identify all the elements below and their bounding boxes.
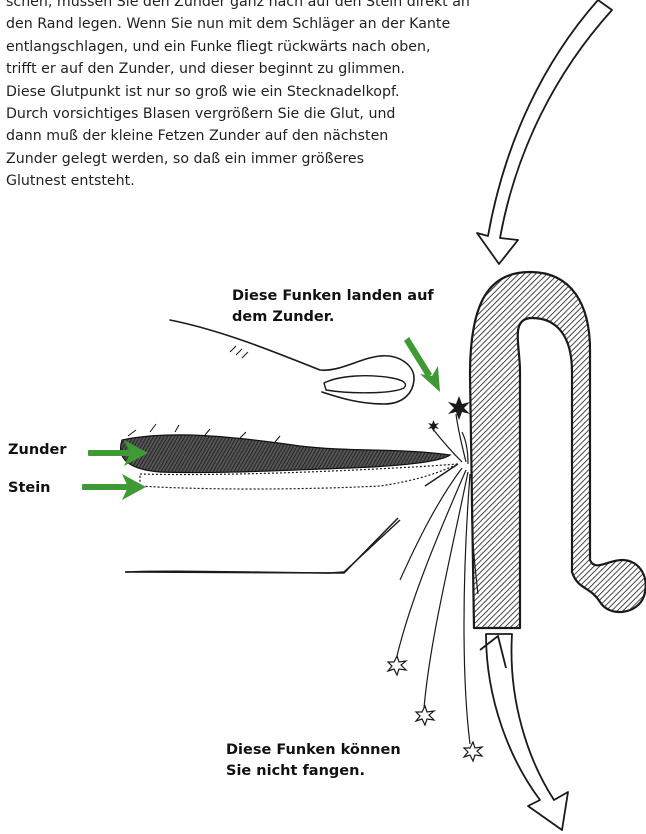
spark-star	[428, 420, 439, 432]
striker-hook	[470, 272, 646, 628]
caught-sparks-label: Diese Funken landen auf dem Zunder.	[232, 286, 434, 328]
green-arrow-stone	[82, 474, 146, 500]
outgoing-motion-arrow	[486, 634, 568, 830]
stone-label-text: Stein	[8, 478, 51, 499]
finger	[170, 320, 414, 404]
caught-sparks-line1: Diese Funken landen auf	[232, 286, 434, 307]
spark-star	[448, 396, 470, 420]
stone-label: Stein	[8, 478, 51, 499]
falling-sparks	[396, 468, 478, 744]
green-arrow-sparks	[404, 337, 440, 392]
tinder-label: Zunder	[8, 440, 67, 461]
lost-sparks-label: Diese Funken können Sie nicht fangen.	[226, 740, 401, 782]
tinder	[121, 435, 450, 473]
incoming-motion-arrow	[477, 0, 612, 264]
lost-sparks-line2: Sie nicht fangen.	[226, 761, 401, 782]
caught-sparks-line2: dem Zunder.	[232, 307, 434, 328]
tinder-label-text: Zunder	[8, 440, 67, 461]
lost-sparks-line1: Diese Funken können	[226, 740, 401, 761]
spark-stars-low	[388, 656, 482, 761]
